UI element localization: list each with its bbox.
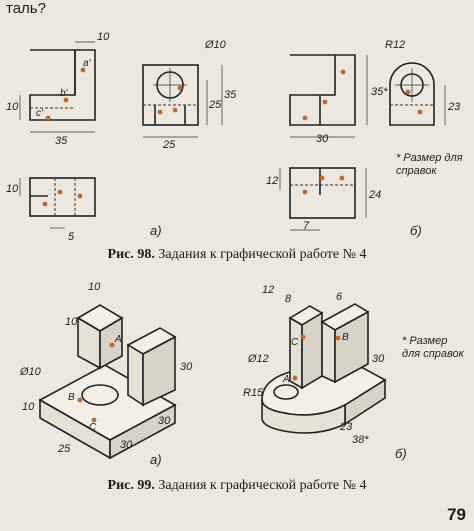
dim-d10: Ø10: [204, 39, 227, 51]
dim99b-8: 8: [285, 293, 292, 305]
dim99b-12: 12: [262, 284, 274, 296]
dim-12: 12: [266, 175, 278, 187]
page-number: 79: [447, 505, 466, 524]
fig98-note: * Размер для справок: [396, 152, 463, 177]
fig98-caption-label: Рис. 98.: [107, 247, 155, 262]
dim-10-top-view: 10: [6, 183, 19, 195]
dim-24: 24: [368, 189, 381, 201]
fig98a-top-view: 10 5 а): [6, 177, 162, 243]
dim99b-6: 6: [336, 291, 343, 303]
dim-23: 23: [447, 101, 461, 113]
fig98b-front-view: 30 35*: [289, 54, 388, 145]
dim-10-left: 10: [6, 101, 19, 113]
dim99a-10-base: 10: [22, 401, 35, 413]
fig99-caption-label: Рис. 99.: [107, 478, 155, 493]
fig98-caption-text: Задания к графической работе № 4: [154, 247, 367, 262]
dim-r12: R12: [385, 39, 405, 51]
fig98a-front-view: a' b' c' 35 10 10: [6, 31, 110, 147]
fig99-note: * Размер для справок: [402, 335, 464, 360]
dim99b-r15: R15: [243, 387, 264, 399]
dim99b-d12: Ø12: [247, 353, 269, 365]
fig98-sub-a: а): [150, 223, 162, 238]
fig98b-side-view: R12 23: [385, 39, 461, 126]
point-B-99a: B: [68, 392, 75, 403]
point-a-prime: a': [83, 58, 92, 69]
fig99-sub-b: б): [395, 446, 407, 461]
point-B-99b: B: [342, 332, 349, 343]
fig98-sub-b: б): [410, 223, 422, 238]
dim-25-bottom: 25: [162, 139, 176, 151]
dim99b-30: 30: [372, 353, 385, 365]
dim99a-30-side: 30: [180, 361, 193, 373]
dim-35-ref: 35*: [371, 86, 388, 98]
dim99a-10-top: 10: [88, 281, 101, 293]
point-A-99a: A: [114, 334, 122, 345]
fig99b-isometric: B C A 12 8 Ø12 R15 30 23 38* 6 б): [243, 284, 407, 461]
dim99a-30-width: 30: [120, 439, 133, 451]
point-A-99b: A: [282, 374, 290, 385]
fig98b-top-view: 24 12 7 б): [266, 167, 422, 238]
point-c-prime: c': [36, 108, 44, 119]
point-C-99a: C: [89, 422, 97, 433]
dim99a-30-depth: 30: [158, 415, 171, 427]
fig99-caption: Рис. 99. Задания к графической работе № …: [0, 478, 474, 494]
dim99b-38: 38*: [352, 434, 369, 446]
point-C-99b: C: [291, 337, 299, 348]
dim-7: 7: [303, 220, 310, 232]
dim-35: 35: [55, 135, 68, 147]
fig99-caption-text: Задания к графической работе № 4: [154, 478, 367, 493]
fig99a-isometric: A B C 10 10 Ø10 30 30 10 25 30 а): [19, 281, 193, 467]
dim-5: 5: [68, 231, 75, 243]
dim99a-25: 25: [57, 443, 71, 455]
point-b-prime: b': [60, 88, 69, 99]
fig98-caption: Рис. 98. Задания к графической работе № …: [0, 247, 474, 263]
top-text-fragment: таль?: [6, 0, 46, 17]
dim-25-side: 25: [208, 99, 222, 111]
dim99a-d10: Ø10: [19, 366, 42, 378]
dim99a-10-left: 10: [65, 316, 78, 328]
dim99b-23: 23: [339, 421, 353, 433]
fig98a-side-view: Ø10 25 25 35: [142, 39, 237, 151]
dim-10-top: 10: [97, 31, 110, 43]
fig99-sub-a: а): [150, 452, 162, 467]
dim-35-side: 35: [224, 89, 237, 101]
dim-30: 30: [316, 133, 329, 145]
